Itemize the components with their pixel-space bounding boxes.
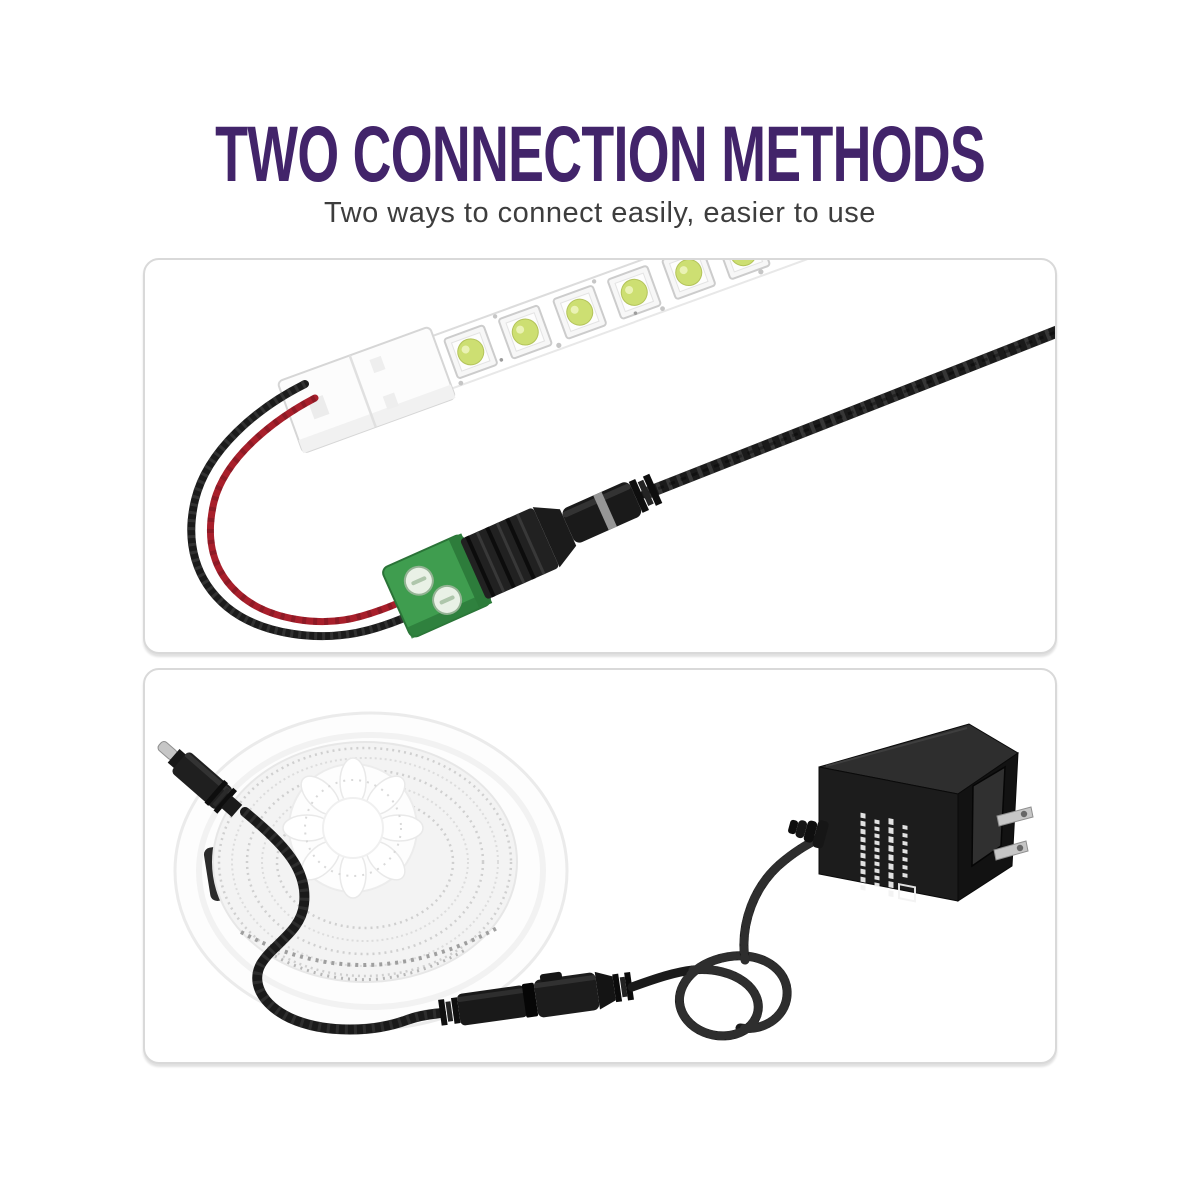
panel-strip-clip-connection bbox=[143, 258, 1057, 654]
panel-reel-adapter-connection bbox=[143, 668, 1057, 1064]
page-subtitle: Two ways to connect easily, easier to us… bbox=[324, 197, 876, 229]
strip-clip-illustration bbox=[187, 260, 1055, 641]
dc-jack-body bbox=[460, 507, 577, 599]
dc-terminal-connector bbox=[382, 473, 663, 639]
page-title-text: TWO CONNECTION METHODS bbox=[215, 109, 986, 198]
led-strip-reel bbox=[173, 711, 569, 1031]
red-wire bbox=[206, 394, 442, 625]
plug-recess bbox=[971, 765, 1006, 868]
plug-cable bbox=[240, 807, 446, 1035]
us-plug-prongs bbox=[993, 806, 1034, 861]
reel-adapter-illustration bbox=[157, 711, 1034, 1041]
barrel-connector bbox=[562, 473, 663, 543]
strip-specks bbox=[458, 269, 764, 386]
power-adapter bbox=[788, 723, 1034, 903]
hookup-wires bbox=[187, 380, 454, 641]
power-cable bbox=[641, 325, 1055, 499]
coiled-cable bbox=[627, 832, 828, 1041]
terminal-screws bbox=[403, 565, 463, 615]
strain-relief bbox=[788, 819, 829, 849]
led-strip bbox=[277, 260, 867, 454]
screw-terminal-block bbox=[382, 533, 493, 639]
adapter-label bbox=[860, 812, 916, 903]
page-title: TWO CONNECTION METHODS bbox=[0, 114, 1200, 193]
barrel-connector-junction bbox=[438, 971, 634, 1026]
reel-hub bbox=[282, 757, 424, 899]
strip-clip-connector bbox=[277, 326, 456, 454]
dc-plug bbox=[157, 740, 243, 817]
